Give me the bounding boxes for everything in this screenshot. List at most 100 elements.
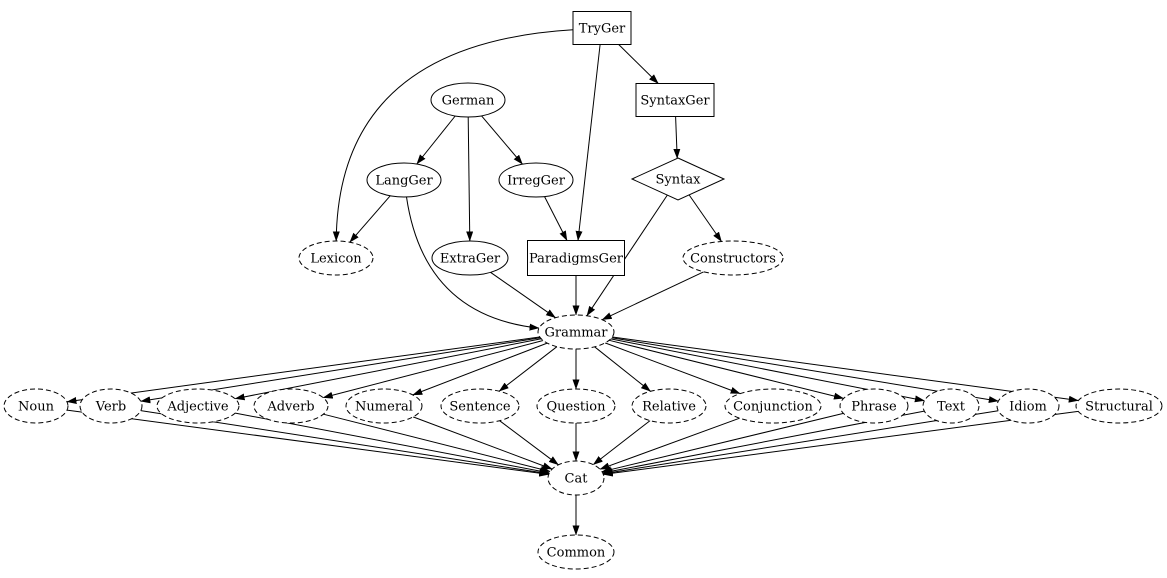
node-label-conjunction: Conjunction [733,400,813,415]
edge-grammar-structural [612,336,1079,403]
node-langger: LangGer [366,162,442,198]
node-phrase: Phrase [839,388,909,424]
node-label-idiom: Idiom [1009,400,1047,415]
node-label-cat: Cat [565,472,589,487]
node-tryger: TryGer [572,11,632,45]
ellipse-outline-numeral [345,388,423,424]
edge-constructors-grammar [601,271,704,321]
ellipse-outline-structural [1075,388,1163,424]
node-label-syntaxger: SyntaxGer [640,94,710,109]
node-sentence: Sentence [440,388,520,424]
node-label-structural: Structural [1085,400,1153,415]
node-label-syntax: Syntax [656,173,702,188]
edge-langger-lexicon [349,195,391,243]
node-irregger: IrregGer [498,162,574,198]
edge-grammar-conjunction [604,342,741,395]
edge-extrager-grammar [490,271,556,319]
node-relative: Relative [631,388,707,424]
node-label-numeral: Numeral [355,400,413,415]
edge-grammar-relative [594,346,651,392]
node-constructors: Constructors [682,240,784,276]
edge-tryger-syntaxger [618,44,659,84]
edge-grammar-idiom [611,337,999,404]
edge-adjective-cat [235,412,550,475]
node-label-common: Common [547,546,606,561]
edge-phrase-cat [601,412,844,473]
ellipse-outline-adverb [253,388,329,424]
edge-structural-cat [602,410,1079,477]
edge-numeral-cat [412,416,553,470]
edge-relative-cat [592,420,651,465]
ellipse-outline-adjective [156,388,240,424]
node-lexicon: Lexicon [298,240,374,276]
edge-syntax-constructors [688,194,722,242]
ellipse-outline-grammar [537,314,615,350]
ellipse-outline-text [922,388,980,424]
node-label-adjective: Adjective [166,400,228,415]
edge-german-langger [416,115,456,165]
node-label-phrase: Phrase [851,400,897,415]
edge-german-irregger [481,115,523,165]
edge-grammar-numeral [412,342,548,396]
ellipse-outline-common [537,534,615,570]
edge-grammar-adjective [234,338,542,401]
ellipse-outline-phrase [839,388,909,424]
node-idiom: Idiom [996,388,1060,424]
node-extrager: ExtraGer [431,240,509,276]
edge-syntaxger-syntax [673,116,681,159]
edge-irregger-paradigmsger [544,196,568,241]
edges-layer [66,29,1079,536]
node-structural: Structural [1075,388,1163,424]
node-conjunction: Conjunction [724,388,822,424]
diamond-outline-syntax [630,157,726,201]
ellipse-outline-lexicon [298,240,374,276]
node-cat: Cat [547,460,605,496]
node-label-noun: Noun [18,400,55,415]
ellipse-outline-conjunction [724,388,822,424]
node-label-relative: Relative [642,400,696,415]
node-label-tryger: TryGer [579,22,626,37]
ellipse-outline-question [536,388,616,424]
edge-conjunction-cat [599,417,740,470]
ellipse-outline-verb [79,388,143,424]
node-text: Text [922,388,980,424]
edge-grammar-phrase [609,339,844,400]
node-label-lexicon: Lexicon [310,252,362,267]
node-label-irregger: IrregGer [507,174,566,189]
node-numeral: Numeral [345,388,423,424]
rect-outline-tryger [572,11,632,45]
node-label-adverb: Adverb [266,400,314,415]
node-paradigmsger: ParadigmsGer [527,240,625,276]
node-label-sentence: Sentence [449,400,511,415]
node-label-langger: LangGer [375,174,433,189]
node-grammar: Grammar [537,314,615,350]
edge-grammar-noun [66,336,540,404]
node-adverb: Adverb [253,388,329,424]
node-label-question: Question [547,400,607,415]
edge-idiom-cat [602,410,999,476]
edge-noun-cat [66,409,550,477]
edge-tryger-lexicon [332,29,574,242]
node-noun: Noun [3,388,69,424]
ellipse-outline-langger [366,162,442,198]
edge-grammar-adverb [322,340,544,399]
edge-adverb-cat [323,413,551,473]
ellipse-outline-cat [547,460,605,496]
node-label-constructors: Constructors [690,252,776,267]
node-question: Question [536,388,616,424]
node-label-german: German [442,94,495,109]
node-label-verb: Verb [95,400,126,415]
ellipse-outline-sentence [440,388,520,424]
rect-outline-paradigmsger [527,240,625,276]
rect-outline-syntaxger [635,83,715,117]
node-label-text: Text [937,400,966,415]
edge-grammar-sentence [498,346,558,392]
ellipse-outline-relative [631,388,707,424]
edge-tryger-paradigmsger [575,44,601,241]
node-label-grammar: Grammar [545,326,609,341]
node-label-extrager: ExtraGer [440,252,501,267]
node-common: Common [537,534,615,570]
